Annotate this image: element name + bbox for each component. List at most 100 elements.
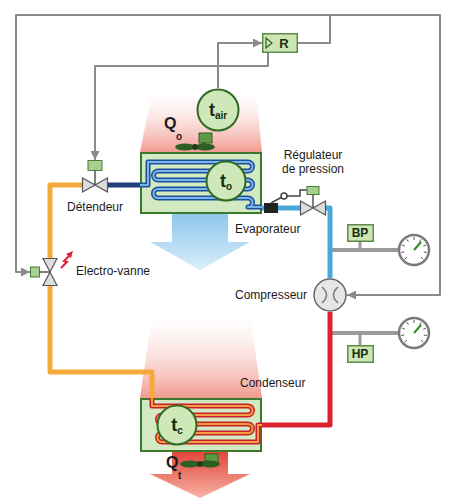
component-label: Régulateur de pression bbox=[282, 148, 344, 176]
valve-stem bbox=[94, 171, 96, 186]
box-label: HP bbox=[352, 347, 369, 361]
label-holder: o bbox=[176, 126, 182, 144]
box-outline bbox=[347, 346, 373, 363]
text-holder: HP bbox=[347, 345, 374, 363]
heat-flow-symbol: Q bbox=[166, 454, 178, 471]
valve-actuator bbox=[88, 161, 102, 171]
control-line bbox=[16, 15, 330, 272]
gauge-needle bbox=[414, 242, 421, 250]
gauge-tick bbox=[407, 322, 409, 324]
text-holder: Condenseur bbox=[240, 376, 305, 390]
component-label: Electro-vanne bbox=[76, 264, 150, 278]
condensation-temperature: tc bbox=[156, 404, 198, 446]
gauge-tick bbox=[402, 328, 405, 329]
condenser-housing bbox=[141, 399, 261, 451]
compressor-symbol bbox=[322, 287, 338, 303]
evaporator-coil-highlight bbox=[140, 162, 262, 207]
heat-flow-subscript: t bbox=[178, 470, 181, 481]
gauge-ticks bbox=[401, 237, 427, 342]
component-label: Evaporateur bbox=[235, 222, 300, 236]
sensor-tube bbox=[271, 197, 282, 203]
valve-body bbox=[83, 178, 108, 192]
discharge-pipe bbox=[262, 312, 330, 425]
sensor-label: o bbox=[226, 181, 232, 192]
controller-box: R bbox=[262, 33, 298, 53]
solenoid-valve: Electro-vanne bbox=[30, 258, 60, 286]
hot-air-arrow bbox=[150, 452, 250, 498]
text-holder: tc bbox=[156, 404, 198, 446]
sensor-circle bbox=[158, 406, 197, 445]
component-label: Compresseur bbox=[235, 288, 307, 302]
box-outline bbox=[263, 34, 298, 53]
text-holder: Détendeur bbox=[60, 200, 130, 214]
low-pressure-switch: BP bbox=[347, 224, 374, 242]
pressure-regulator: Régulateur de pression bbox=[300, 186, 326, 216]
gauge-tick bbox=[423, 328, 426, 329]
text-holder: Evaporateur bbox=[235, 222, 300, 236]
liquid-vapour-pipe bbox=[108, 183, 140, 188]
gauge-needle bbox=[414, 325, 421, 333]
text-holder: to bbox=[205, 160, 247, 202]
valve-body bbox=[301, 201, 326, 215]
gauge-tick bbox=[414, 320, 415, 323]
gauge-line bbox=[330, 248, 400, 252]
compressor-body bbox=[314, 279, 346, 311]
label-holder: Q bbox=[164, 115, 176, 133]
node-shape bbox=[313, 278, 347, 312]
heat-flow-subscript: o bbox=[176, 131, 182, 142]
suction-pipe bbox=[326, 208, 330, 278]
text-holder: R bbox=[262, 33, 298, 53]
pressostat-stem bbox=[359, 242, 362, 250]
high-pressure-switch: HP bbox=[347, 345, 374, 363]
gauge-tick bbox=[405, 257, 407, 259]
text-holder: tair bbox=[196, 88, 240, 132]
solenoid-signal-head bbox=[66, 251, 73, 258]
node-shape bbox=[30, 258, 60, 286]
evaporator: Evaporateurto bbox=[140, 152, 262, 214]
pressostat-stem bbox=[359, 333, 362, 345]
fan-hub bbox=[197, 461, 203, 467]
solenoid-signal bbox=[61, 255, 70, 268]
box-label: BP bbox=[352, 226, 369, 240]
pressure-gauge bbox=[399, 235, 429, 265]
fan-hub bbox=[192, 144, 198, 150]
sensor-label: t bbox=[220, 171, 226, 192]
gauge-tick bbox=[424, 251, 427, 253]
gauge-tick bbox=[401, 334, 404, 336]
evaporator-coil bbox=[140, 162, 262, 207]
component-label: Détendeur bbox=[67, 200, 123, 214]
sensor-point bbox=[281, 193, 287, 199]
air-temperature-sensor: tair bbox=[196, 88, 240, 132]
condenser: Condenseurtc bbox=[140, 398, 262, 452]
gauge-line bbox=[330, 331, 400, 335]
text-holder: Electro-vanne bbox=[76, 264, 150, 278]
pressure-gauge bbox=[399, 318, 429, 348]
text-holder: BP bbox=[347, 224, 374, 242]
gauge-tick bbox=[423, 245, 426, 246]
sensor-bulb bbox=[264, 203, 278, 213]
liquid-pipe bbox=[50, 286, 152, 398]
sensor-circle bbox=[207, 162, 246, 201]
node-shape bbox=[82, 160, 108, 197]
evaporator-housing bbox=[141, 153, 261, 213]
liquid-pipe bbox=[50, 185, 82, 258]
gauge-tick bbox=[401, 251, 404, 253]
solenoid-coil bbox=[31, 267, 40, 277]
node-shape bbox=[300, 186, 326, 216]
gauge-tick bbox=[420, 239, 422, 241]
sensor-circle bbox=[198, 90, 239, 131]
box-outline bbox=[347, 225, 373, 242]
fan-motor bbox=[199, 133, 212, 143]
component-label: Condenseur bbox=[240, 376, 305, 390]
label-holder: t bbox=[178, 465, 181, 483]
gauge-tick bbox=[420, 322, 422, 324]
sensor-label: t bbox=[171, 415, 177, 436]
amplifier-symbol bbox=[266, 38, 272, 48]
gauge-tick bbox=[402, 245, 405, 246]
sensor-label: c bbox=[177, 425, 183, 436]
heat-flow-symbol: Q bbox=[164, 115, 176, 132]
sensor-label: t bbox=[209, 100, 215, 121]
sensor-tube bbox=[287, 190, 307, 196]
gauge-tick bbox=[407, 239, 409, 241]
control-line bbox=[95, 53, 268, 160]
